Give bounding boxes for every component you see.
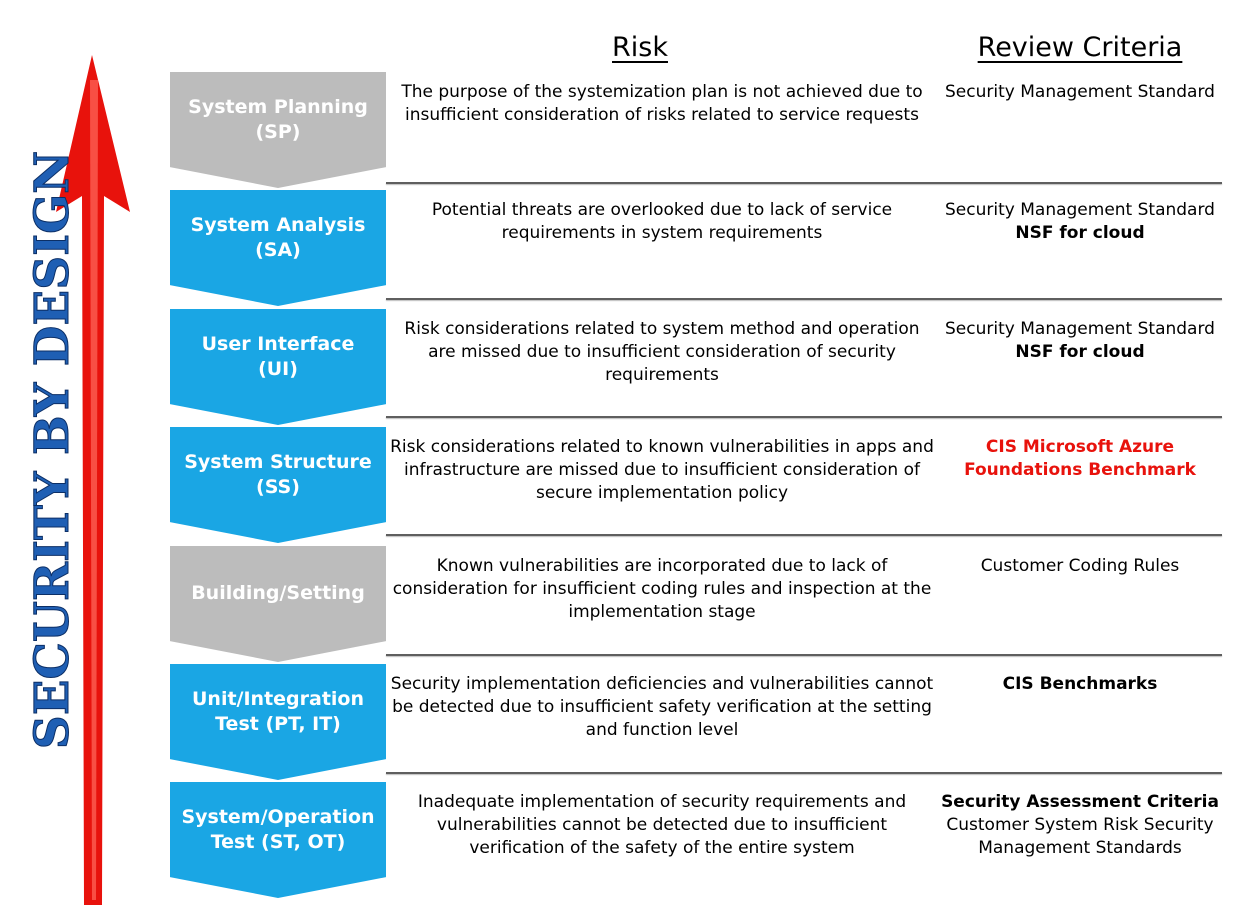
stage-label-line2: Test (ST, OT) bbox=[210, 830, 346, 853]
stage-label-line1: System Analysis bbox=[190, 213, 366, 236]
review-criteria: Security Management Standard bbox=[940, 81, 1220, 104]
review-criterion: NSF for cloud bbox=[1015, 223, 1145, 243]
risk-description: Risk considerations related to system me… bbox=[404, 319, 920, 385]
stage-chevron bbox=[170, 546, 386, 662]
review-criteria: CIS Microsoft Azure Foundations Benchmar… bbox=[940, 436, 1220, 482]
review-criterion: CIS Benchmarks bbox=[1002, 674, 1158, 694]
review-criterion: Security Management Standard bbox=[945, 200, 1215, 220]
risk-description: Potential threats are overlooked due to … bbox=[431, 200, 893, 243]
stage-label-line2: (SA) bbox=[255, 238, 301, 261]
review-criterion: Security Management Standard bbox=[945, 319, 1215, 339]
stage-label-line1: System Planning bbox=[188, 95, 368, 118]
row-separator bbox=[386, 654, 1222, 656]
stage-label-line1: Building/Setting bbox=[191, 582, 365, 604]
risk-description: Known vulnerabilities are incorporated d… bbox=[392, 556, 932, 622]
stage-chevron bbox=[170, 309, 386, 425]
row-separator bbox=[386, 416, 1222, 418]
stage-label-line1: Unit/Integration bbox=[191, 687, 365, 710]
review-criterion: Security Management Standard bbox=[945, 82, 1215, 102]
stage-label-line1: User Interface bbox=[201, 332, 355, 355]
review-criteria-column-header: Review Criteria bbox=[977, 32, 1183, 63]
row-separator bbox=[386, 534, 1222, 536]
review-criterion: NSF for cloud bbox=[1015, 342, 1145, 362]
review-criterion: Customer System Risk Security Management… bbox=[946, 815, 1214, 858]
stage-label-line2: Test (PT, IT) bbox=[215, 712, 341, 735]
stage-label-line2: (SP) bbox=[255, 120, 301, 143]
stage-label-line2: (UI) bbox=[258, 357, 298, 380]
risk-description: Risk considerations related to known vul… bbox=[390, 437, 934, 503]
row-separator bbox=[386, 182, 1222, 184]
review-criterion: CIS Microsoft Azure Foundations Benchmar… bbox=[964, 437, 1196, 480]
row-separator bbox=[386, 772, 1222, 774]
review-criteria: CIS Benchmarks bbox=[940, 673, 1220, 696]
stage-label: Building/Setting bbox=[170, 546, 386, 641]
stage-label-line2: (SS) bbox=[256, 475, 300, 498]
stage-label: System Structure(SS) bbox=[170, 427, 386, 522]
review-criterion: Security Assessment Criteria bbox=[941, 792, 1219, 812]
stage-chevron bbox=[170, 782, 386, 898]
risk-description: Security implementation deficiencies and… bbox=[390, 674, 934, 740]
stage-chevron bbox=[170, 664, 386, 780]
arrow-highlight bbox=[90, 80, 98, 900]
review-criterion: Customer Coding Rules bbox=[980, 556, 1180, 576]
upward-arrow-graphic: SECURITY BY DESIGN bbox=[25, 55, 130, 905]
review-criteria: Customer Coding Rules bbox=[940, 555, 1220, 578]
risk-description: The purpose of the systemization plan is… bbox=[401, 82, 923, 125]
row-separator bbox=[386, 298, 1222, 300]
risk-column-header: Risk bbox=[612, 32, 668, 63]
stage-chevron bbox=[170, 72, 386, 188]
stage-chevron bbox=[170, 427, 386, 543]
stage-label-line1: System/Operation bbox=[181, 805, 375, 828]
side-label: SECURITY BY DESIGN bbox=[25, 151, 80, 750]
stage-label: System Planning(SP) bbox=[170, 72, 386, 167]
stage-label: User Interface(UI) bbox=[170, 309, 386, 404]
stage-chevron bbox=[170, 190, 386, 306]
risk-description: Inadequate implementation of security re… bbox=[417, 792, 907, 858]
stage-label-line1: System Structure bbox=[184, 450, 372, 473]
stage-label: System Analysis(SA) bbox=[170, 190, 386, 285]
